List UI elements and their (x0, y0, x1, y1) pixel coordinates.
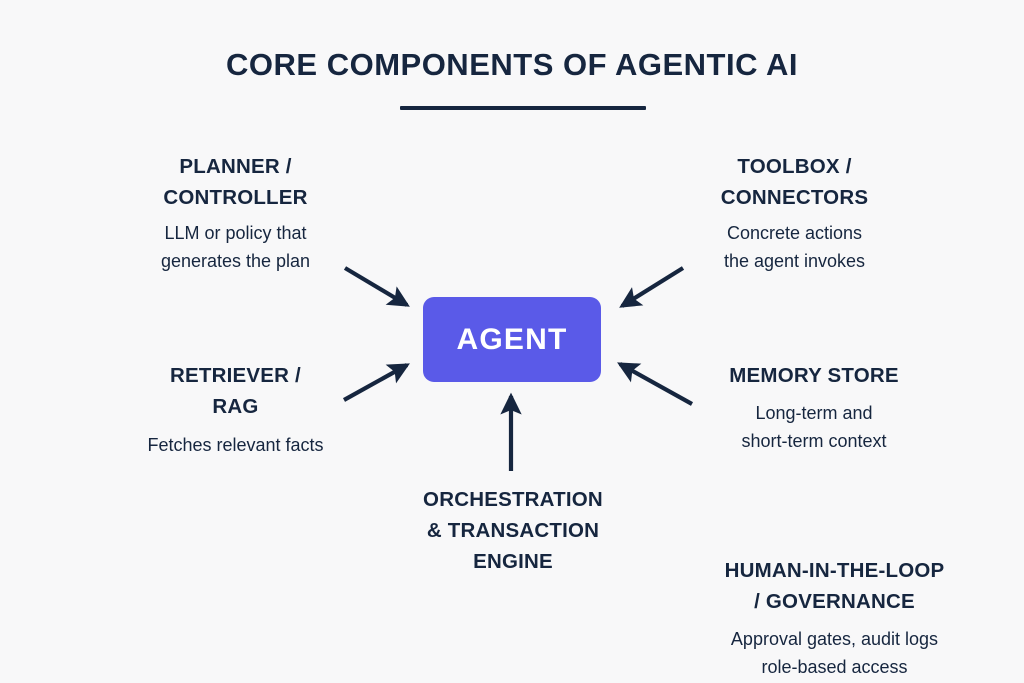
component-orchestration-transaction-engine-heading: ORCHESTRATION & TRANSACTION ENGINE (423, 488, 603, 574)
component-toolbox-connectors-heading: TOOLBOX / CONNECTORS (720, 155, 869, 210)
component-human-in-the-loop-governance-body: Approval gates, audit logs role-based ac… (730, 629, 939, 678)
component-planner-controller[interactable]: PLANNER / CONTROLLER LLM or policy that … (103, 151, 368, 276)
component-planner-controller-heading: PLANNER / CONTROLLER (163, 155, 308, 210)
component-memory-store-heading: MEMORY STORE (729, 364, 899, 387)
component-memory-store-body: Long-term and short-term context (741, 403, 887, 452)
page-title: CORE COMPONENTS OF AGENTIC AI (226, 47, 798, 82)
title-underline-rule (400, 106, 646, 110)
component-toolbox-connectors[interactable]: TOOLBOX / CONNECTORS Concrete actions th… (657, 151, 932, 276)
component-toolbox-connectors-body: Concrete actions the agent invokes (723, 223, 866, 272)
component-orchestration-transaction-engine[interactable]: ORCHESTRATION & TRANSACTION ENGINE (369, 484, 657, 577)
component-human-in-the-loop-governance[interactable]: HUMAN-IN-THE-LOOP / GOVERNANCE Approval … (662, 555, 1007, 682)
component-retriever-rag-heading: RETRIEVER / RAG (170, 364, 301, 419)
component-retriever-rag-body: Fetches relevant facts (147, 435, 324, 456)
component-memory-store[interactable]: MEMORY STORE Long-term and short-term co… (675, 360, 953, 456)
agent-hub-box[interactable]: AGENT (423, 297, 601, 382)
component-retriever-rag[interactable]: RETRIEVER / RAG Fetches relevant facts (98, 360, 373, 460)
agent-hub-label: AGENT (456, 322, 568, 356)
component-human-in-the-loop-governance-heading: HUMAN-IN-THE-LOOP / GOVERNANCE (724, 559, 945, 614)
component-planner-controller-body: LLM or policy that generates the plan (160, 223, 311, 272)
